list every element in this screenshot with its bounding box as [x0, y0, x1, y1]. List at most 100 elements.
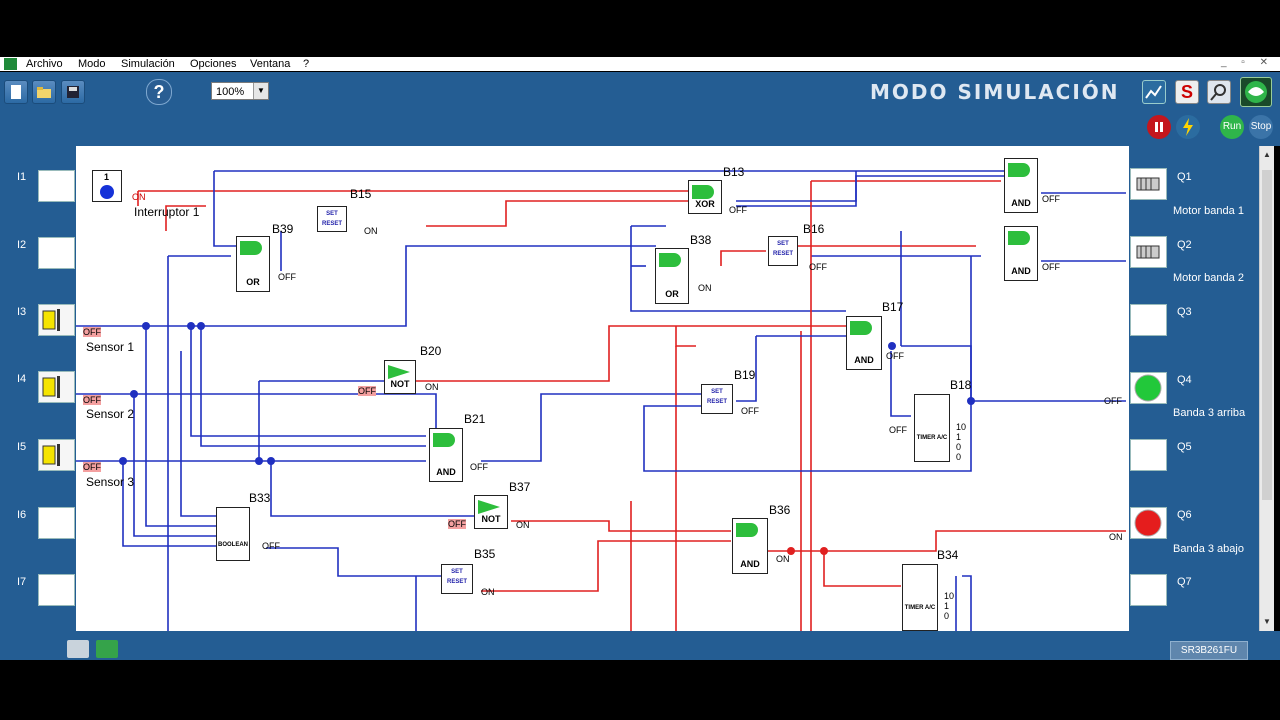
block-b21[interactable]: AND [429, 428, 463, 482]
pause-button[interactable] [1147, 115, 1171, 139]
output-slot-q6[interactable] [1130, 507, 1167, 539]
run-button[interactable]: Run [1220, 115, 1244, 139]
timer-value: 10 [956, 422, 967, 432]
block-b18[interactable]: TIMER A/C [914, 394, 950, 462]
state-label: OFF [262, 541, 280, 551]
input-id: I3 [17, 306, 27, 318]
block-b39[interactable]: OR [236, 236, 270, 292]
sensor-icon [42, 309, 60, 331]
block-type: SET RESET [706, 389, 727, 405]
block-type: AND [1011, 198, 1031, 208]
block-b17[interactable]: AND [846, 316, 882, 370]
chart-button[interactable] [1142, 80, 1166, 104]
timer-value: 0 [944, 611, 950, 621]
input-slot-i1[interactable] [38, 170, 75, 202]
input-slot-i7[interactable] [38, 574, 75, 606]
output-slot-q3[interactable] [1130, 304, 1167, 336]
vertical-scrollbar[interactable]: ▲ ▼ [1259, 146, 1274, 631]
block-b20[interactable]: NOT [384, 360, 416, 394]
block-id: B17 [882, 300, 904, 314]
chevron-down-icon: ▼ [253, 83, 268, 99]
diagram-canvas[interactable]: 1 ON Interruptor 1 OFF Sensor 1 OFF Sens… [76, 146, 1129, 631]
block-b13[interactable]: XOR [688, 180, 722, 214]
state-label: ON [425, 382, 439, 392]
lightning-icon [1183, 118, 1193, 136]
block-type: XOR [695, 199, 715, 209]
input-slot-i2[interactable] [38, 237, 75, 269]
state-label: OFF [358, 386, 376, 396]
block-b15[interactable]: SET RESET [317, 206, 347, 232]
new-file-button[interactable] [4, 80, 28, 104]
save-icon [67, 86, 79, 98]
menu-simulacion[interactable]: Simulación [121, 58, 175, 70]
input-id: I5 [17, 441, 27, 453]
state-label: OFF [1042, 262, 1060, 272]
scroll-thumb[interactable] [1262, 170, 1272, 500]
search-button[interactable] [1207, 80, 1231, 104]
output-slot-q1[interactable] [1130, 168, 1167, 200]
input-slot-i6[interactable] [38, 507, 75, 539]
state-label: ON [698, 283, 712, 293]
output-slot-q7[interactable] [1130, 574, 1167, 606]
motor-icon [1136, 177, 1160, 191]
stop-button[interactable]: Stop [1249, 115, 1273, 139]
menu-ventana[interactable]: Ventana [250, 58, 291, 70]
block-b19[interactable]: SET RESET [701, 384, 733, 414]
folder-icon [37, 87, 51, 98]
logo-icon [1245, 81, 1267, 103]
state-label: OFF [278, 272, 296, 282]
logo-button[interactable] [1240, 77, 1272, 107]
block-id: B18 [950, 378, 972, 392]
block-b33[interactable]: BOOLEAN [216, 507, 250, 561]
zoom-select[interactable]: 100%▼ [211, 82, 269, 100]
block-and-q2[interactable]: AND [1004, 226, 1038, 281]
menu-opciones[interactable]: Opciones [190, 58, 237, 70]
state-label: OFF [1042, 194, 1060, 204]
input-slot-i5[interactable] [38, 439, 75, 471]
help-button[interactable]: ? [146, 79, 172, 105]
block-b38[interactable]: OR [655, 248, 689, 304]
block-id: B19 [734, 368, 756, 382]
input-id: I4 [17, 373, 27, 385]
menu-help[interactable]: ? [303, 58, 310, 70]
motor-icon [1136, 245, 1160, 259]
device-code: SR3B261FU [1170, 641, 1248, 660]
block-id: B16 [803, 222, 825, 236]
output-label: Banda 3 abajo [1173, 543, 1244, 555]
extension-icon[interactable] [96, 640, 118, 658]
output-id: Q3 [1177, 306, 1192, 318]
module-icon[interactable] [67, 640, 89, 658]
output-slot-q2[interactable] [1130, 236, 1167, 268]
block-id: B15 [350, 187, 372, 201]
block-b35[interactable]: SET RESET [441, 564, 473, 594]
input-slot-i4[interactable] [38, 371, 75, 403]
output-slot-q4[interactable] [1130, 372, 1167, 404]
block-b37[interactable]: NOT [474, 495, 508, 529]
block-and-q1[interactable]: AND [1004, 158, 1038, 213]
menu-archivo[interactable]: Archivo [26, 58, 63, 70]
output-id: Q6 [1177, 509, 1192, 521]
scroll-down-icon[interactable]: ▼ [1263, 617, 1271, 626]
window-controls[interactable]: _ ▫ ✕ [1220, 57, 1274, 68]
open-file-button[interactable] [32, 80, 56, 104]
scroll-up-icon[interactable]: ▲ [1263, 150, 1271, 159]
s-button[interactable]: S [1175, 80, 1199, 104]
block-type: TIMER A/C [904, 605, 936, 611]
input-slot-i3[interactable] [38, 304, 75, 336]
input-id: I1 [17, 171, 27, 183]
block-type: AND [854, 355, 874, 365]
output-id: Q1 [1177, 171, 1192, 183]
block-b16[interactable]: SET RESET [768, 236, 798, 266]
switch-i1-block[interactable]: 1 [92, 170, 122, 202]
output-id: Q5 [1177, 441, 1192, 453]
block-id: B35 [474, 547, 496, 561]
save-button[interactable] [61, 80, 85, 104]
block-type: OR [665, 289, 679, 299]
block-id: B38 [690, 233, 712, 247]
block-b34[interactable]: TIMER A/C [902, 564, 938, 631]
output-slot-q5[interactable] [1130, 439, 1167, 471]
menu-modo[interactable]: Modo [78, 58, 106, 70]
block-b36[interactable]: AND [732, 518, 768, 574]
power-button[interactable] [1176, 115, 1200, 139]
block-id: B33 [249, 491, 271, 505]
